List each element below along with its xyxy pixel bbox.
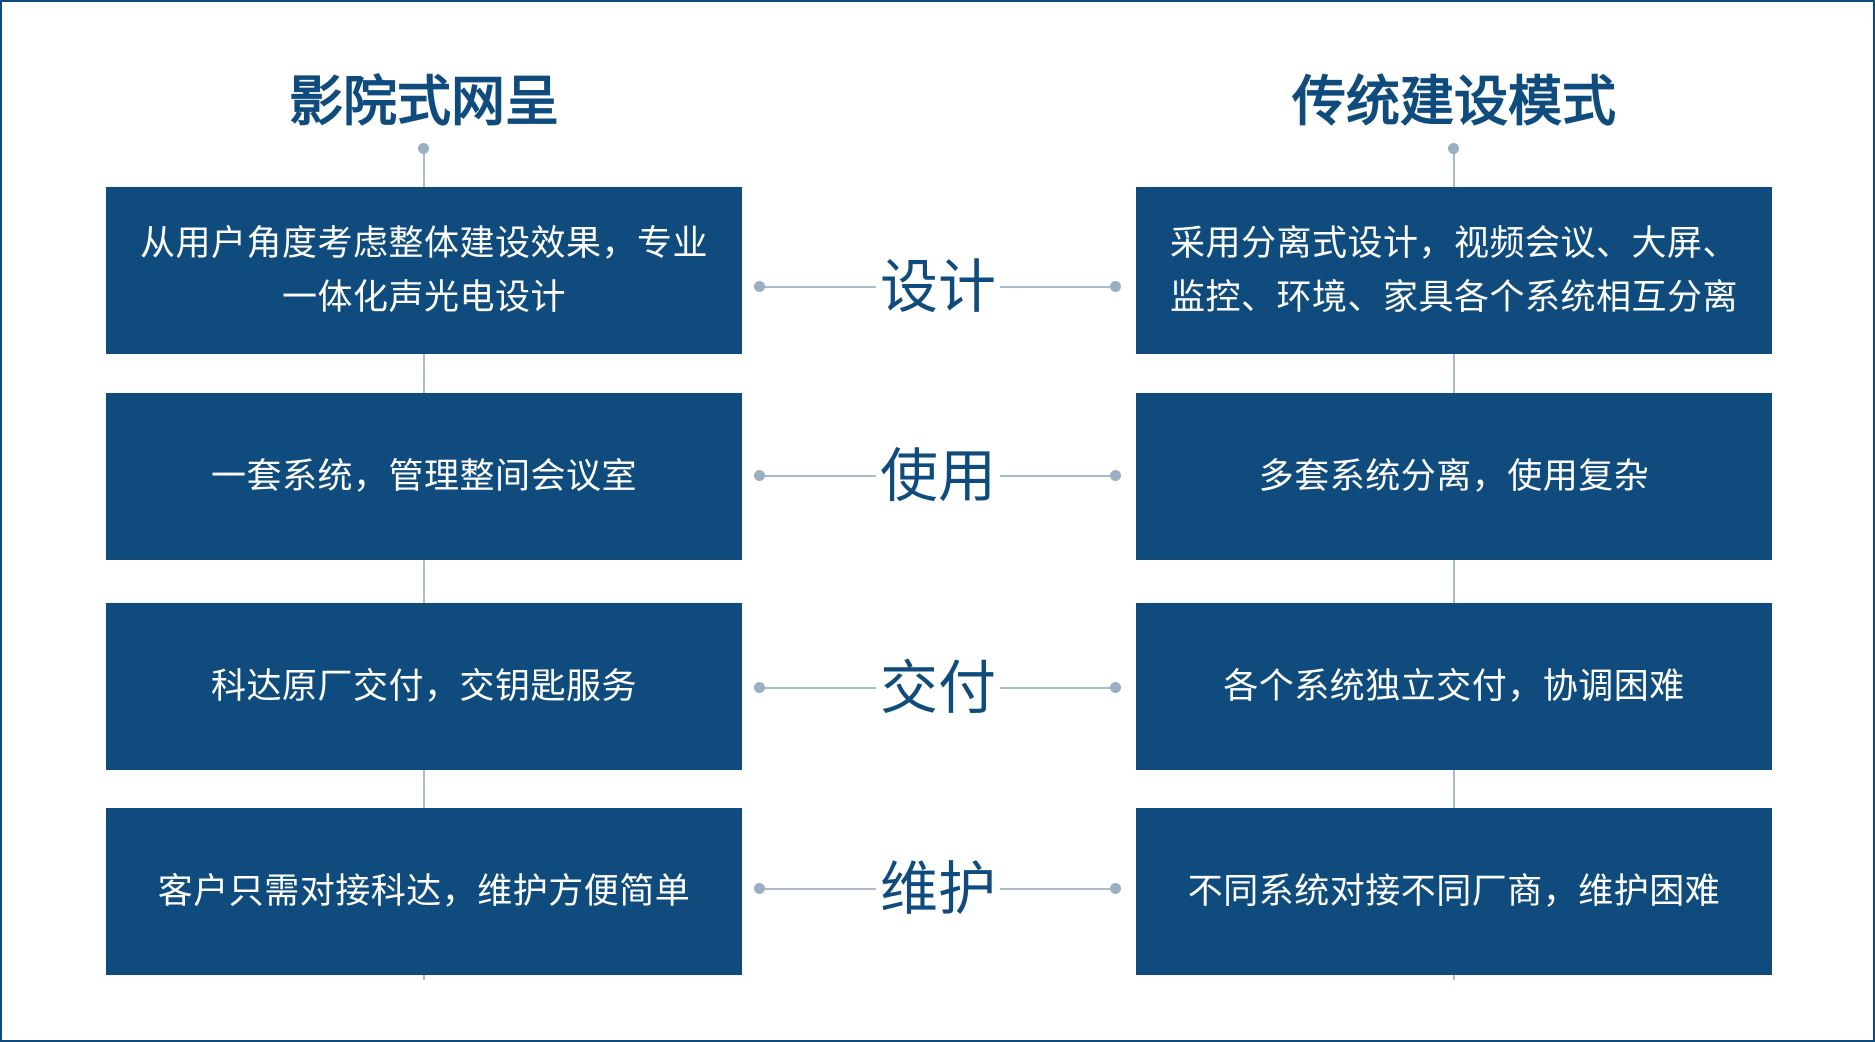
left-column-spine [423,150,425,980]
right-column-title: 传统建设模式 [1292,70,1616,133]
right-column-spine [1453,150,1455,980]
aspect-label-delivery: 交付 [876,648,1000,728]
right-usage-box: 多套系统分离，使用复杂 [1136,393,1772,560]
right-delivery-text: 各个系统独立交付，协调困难 [1223,666,1685,707]
design-connector-left-dot [754,281,765,292]
left-design-box: 从用户角度考虑整体建设效果，专业一体化声光电设计 [106,187,742,354]
aspect-label-maintenance: 维护 [876,849,1000,929]
left-design-text: 从用户角度考虑整体建设效果，专业一体化声光电设计 [139,223,708,318]
right-usage-text: 多套系统分离，使用复杂 [1258,456,1650,497]
aspect-label-usage: 使用 [876,436,1000,516]
maintenance-connector-right-dot [1110,883,1121,894]
left-usage-box: 一套系统，管理整间会议室 [106,393,742,560]
left-usage-text: 一套系统，管理整间会议室 [210,456,637,497]
right-delivery-box: 各个系统独立交付，协调困难 [1136,603,1772,770]
delivery-connector-left-dot [754,682,765,693]
left-delivery-box: 科达原厂交付，交钥匙服务 [106,603,742,770]
left-maintenance-text: 客户只需对接科达，维护方便简单 [157,871,691,912]
usage-connector-left-dot [754,470,765,481]
maintenance-connector-left-dot [754,883,765,894]
design-connector-right-dot [1110,281,1121,292]
left-column-title: 影院式网呈 [289,70,559,133]
right-column-top-dot [1448,143,1459,154]
right-maintenance-text: 不同系统对接不同厂商，维护困难 [1187,871,1721,912]
right-maintenance-box: 不同系统对接不同厂商，维护困难 [1136,808,1772,975]
left-column-top-dot [418,143,429,154]
delivery-connector-right-dot [1110,682,1121,693]
usage-connector-right-dot [1110,470,1121,481]
right-design-text: 采用分离式设计，视频会议、大屏、监控、环境、家具各个系统相互分离 [1169,223,1738,318]
aspect-label-design: 设计 [876,247,1000,327]
left-delivery-text: 科达原厂交付，交钥匙服务 [210,666,637,707]
left-maintenance-box: 客户只需对接科达，维护方便简单 [106,808,742,975]
right-design-box: 采用分离式设计，视频会议、大屏、监控、环境、家具各个系统相互分离 [1136,187,1772,354]
